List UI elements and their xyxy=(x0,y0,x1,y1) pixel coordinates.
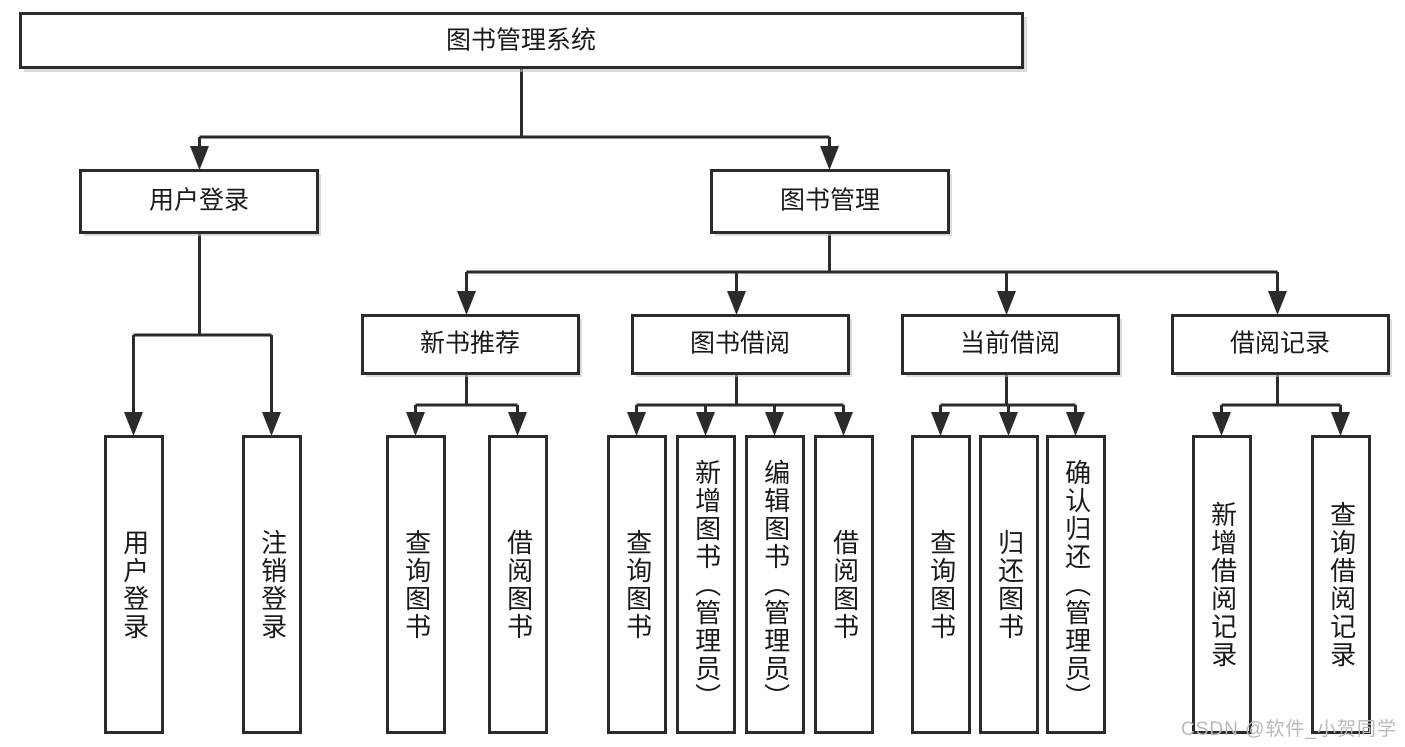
node-current-borrow-label: 当前借阅 xyxy=(960,330,1060,358)
connector-group xyxy=(124,68,1350,436)
watermark-text: CSDN @软件_小贺同学 xyxy=(1181,719,1397,740)
arrow-icon-to-new-book xyxy=(457,291,476,315)
arrow-icon-leaf-4 xyxy=(627,412,646,436)
arrow-icon-leaf-10 xyxy=(1066,412,1085,436)
arrow-icon-to-records xyxy=(1268,291,1287,315)
arrow-icon-leaf-2 xyxy=(406,412,425,436)
arrow-icon-leaf-0 xyxy=(124,412,143,436)
node-root[interactable]: 图书管理系统 xyxy=(19,12,1028,73)
leaf-box-group xyxy=(104,435,1371,734)
leaf-box-11[interactable] xyxy=(1192,435,1252,734)
arrow-icon-leaf-11 xyxy=(1212,412,1231,436)
node-book-management-label: 图书管理 xyxy=(780,187,880,215)
leaf-box-2[interactable] xyxy=(386,435,446,734)
leaf-box-6[interactable] xyxy=(745,435,805,734)
leaf-box-8[interactable] xyxy=(911,435,971,734)
node-current-borrow[interactable]: 当前借阅 xyxy=(901,314,1123,378)
node-root-label: 图书管理系统 xyxy=(446,27,596,55)
arrow-icon-to-borrow xyxy=(727,291,746,315)
arrow-icon-leaf-1 xyxy=(262,412,281,436)
node-borrow-records-label: 借阅记录 xyxy=(1230,330,1330,358)
leaf-box-0[interactable] xyxy=(104,435,164,734)
arrow-icon-leaf-3 xyxy=(508,412,527,436)
arrow-icon-leaf-8 xyxy=(931,412,950,436)
leaf-box-4[interactable] xyxy=(607,435,667,734)
arrow-icon-leaf-9 xyxy=(999,412,1018,436)
leaf-box-10[interactable] xyxy=(1046,435,1106,734)
arrow-icon-to-current xyxy=(997,291,1016,315)
node-book-management[interactable]: 图书管理 xyxy=(710,169,953,237)
arrow-icon-leaf-6 xyxy=(765,412,784,436)
node-book-borrow[interactable]: 图书借阅 xyxy=(631,314,853,378)
leaf-box-5[interactable] xyxy=(676,435,736,734)
arrow-icon-leaf-5 xyxy=(696,412,715,436)
leaf-box-12[interactable] xyxy=(1311,435,1371,734)
node-borrow-records[interactable]: 借阅记录 xyxy=(1171,314,1393,378)
node-user-login[interactable]: 用户登录 xyxy=(79,169,322,237)
node-user-login-label: 用户登录 xyxy=(149,187,249,215)
arrow-icon-leaf-7 xyxy=(834,412,853,436)
leaf-box-3[interactable] xyxy=(488,435,548,734)
leaf-box-7[interactable] xyxy=(814,435,874,734)
arrow-icon-to-book-mgmt xyxy=(820,146,839,170)
node-new-book-recommend-label: 新书推荐 xyxy=(420,330,520,358)
leaf-box-9[interactable] xyxy=(979,435,1039,734)
arrow-icon-leaf-12 xyxy=(1331,412,1350,436)
leaf-box-1[interactable] xyxy=(242,435,302,734)
node-book-borrow-label: 图书借阅 xyxy=(690,330,790,358)
arrow-icon-to-user-login xyxy=(190,146,209,170)
node-new-book-recommend[interactable]: 新书推荐 xyxy=(361,314,583,378)
